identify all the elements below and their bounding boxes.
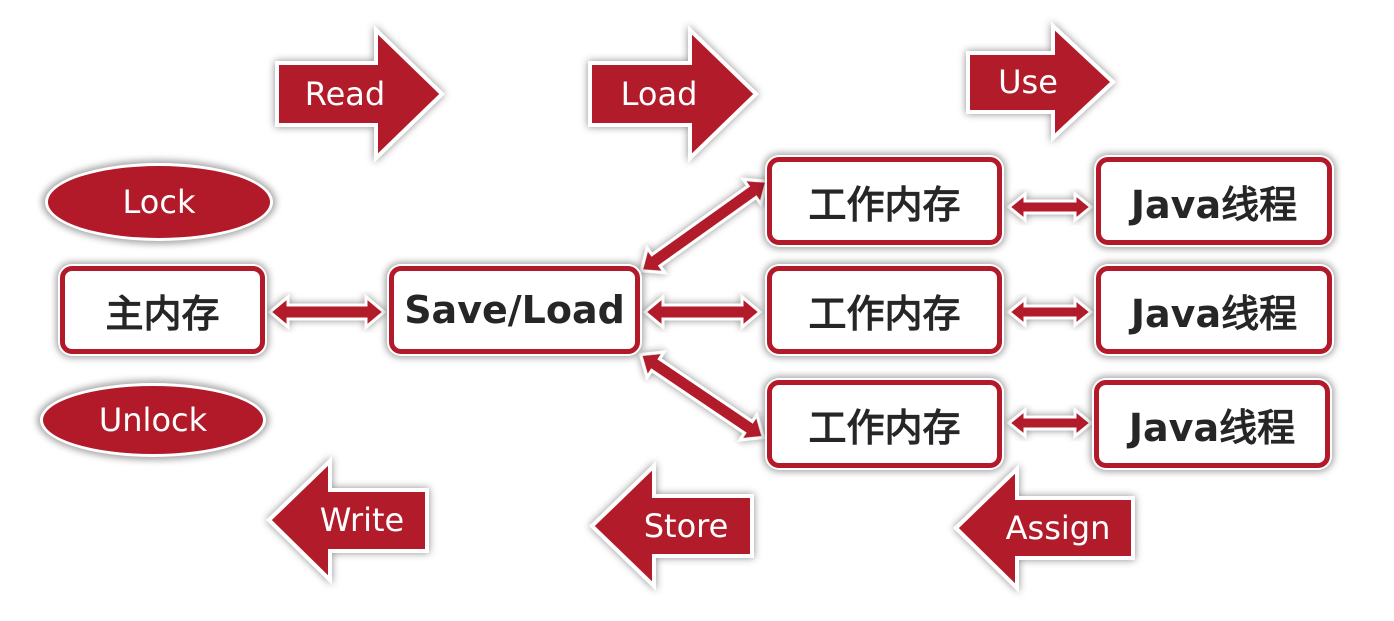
use-arrow	[966, 21, 1116, 143]
working-memory-box: 工作内存	[767, 380, 1002, 468]
unlock-label: Unlock	[98, 401, 208, 439]
connector-saveload-wm2	[642, 293, 763, 331]
assign-label: Assign	[1005, 509, 1111, 547]
lock-label: Lock	[122, 183, 196, 221]
connector-saveload-wm3	[638, 350, 766, 442]
main-memory-box: 主内存	[60, 266, 265, 354]
connector-wm1-jt1	[1006, 190, 1094, 224]
java-thread-label: Java线程	[1130, 182, 1298, 227]
working-memory-label: 工作内存	[808, 291, 961, 336]
lock-oval: Lock	[45, 163, 273, 241]
java-thread-box: Java线程	[1094, 380, 1330, 468]
working-memory-box: 工作内存	[767, 157, 1002, 245]
working-memory-box: 工作内存	[767, 266, 1002, 354]
read-label: Read	[304, 75, 386, 113]
load-arrow	[588, 25, 759, 163]
connector-wm3-jt3	[1006, 406, 1094, 440]
write-label: Write	[319, 501, 405, 539]
working-memory-label: 工作内存	[808, 405, 961, 450]
save-load-box: Save/Load	[389, 266, 640, 354]
working-memory-label: 工作内存	[808, 182, 961, 227]
java-thread-label: Java线程	[1130, 291, 1298, 336]
write-arrow	[266, 456, 429, 585]
java-thread-box: Java线程	[1096, 157, 1332, 245]
store-arrow	[589, 461, 754, 591]
connector-saveload-wm1	[639, 177, 769, 275]
use-label: Use	[998, 63, 1058, 101]
java-thread-box: Java线程	[1096, 266, 1332, 354]
connector-main-saveload	[267, 293, 387, 331]
save-load-label: Save/Load	[404, 288, 625, 332]
load-label: Load	[620, 75, 698, 113]
main-memory-label: 主内存	[105, 291, 220, 336]
assign-arrow	[953, 464, 1135, 593]
unlock-oval: Unlock	[40, 383, 266, 457]
read-arrow	[275, 25, 445, 163]
java-thread-label: Java线程	[1128, 405, 1296, 450]
connector-wm2-jt2	[1006, 295, 1094, 329]
store-label: Store	[643, 507, 729, 545]
